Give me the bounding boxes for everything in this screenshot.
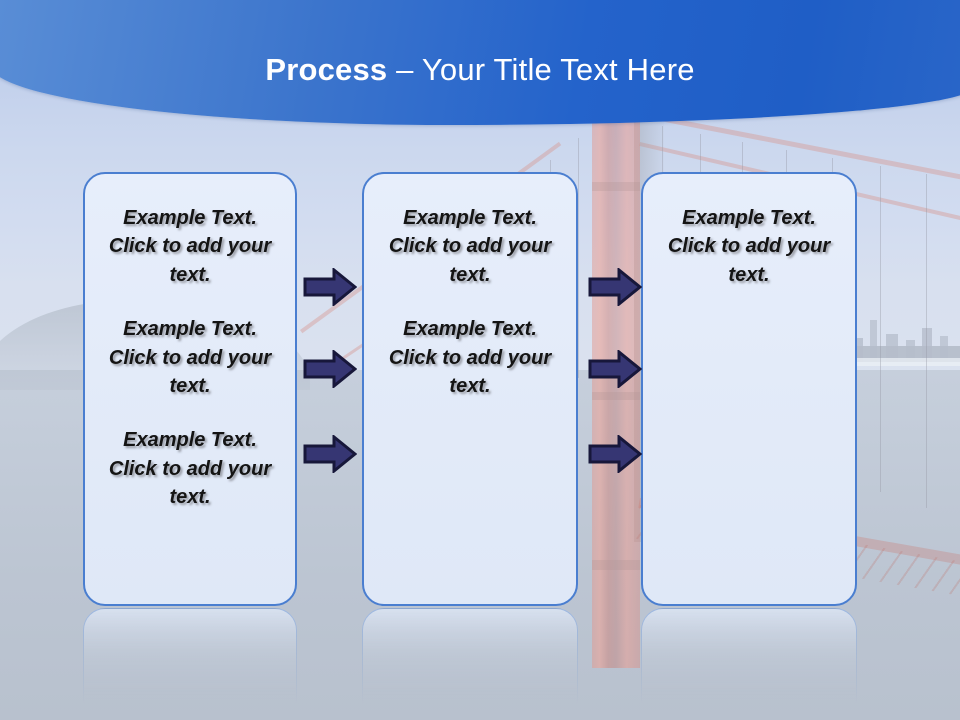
page-title-rest: – Your Title Text Here: [387, 52, 695, 87]
bridge-tower: [592, 108, 640, 668]
page-title-bold: Process: [265, 52, 388, 87]
background-shoreline: [790, 358, 960, 366]
process-box-3[interactable]: Example Text. Click to add your text.: [641, 172, 857, 606]
right-arrow-icon[interactable]: [588, 435, 642, 473]
right-arrow-icon[interactable]: [303, 350, 357, 388]
box-1-text-1[interactable]: Example Text. Click to add your text.: [108, 207, 272, 286]
box-2-text-1[interactable]: Example Text. Click to add your text.: [388, 207, 552, 286]
bridge-tower-brace: [592, 560, 640, 570]
reflection-box-2: [362, 608, 578, 720]
box-1-text-2[interactable]: Example Text. Click to add your text.: [108, 318, 272, 397]
right-arrow-icon[interactable]: [303, 435, 357, 473]
box-2-text-2[interactable]: Example Text. Click to add your text.: [388, 318, 552, 397]
page-title: Process – Your Title Text Here: [0, 52, 960, 88]
bridge-suspender: [926, 174, 927, 508]
box-3-text-1[interactable]: Example Text. Click to add your text.: [667, 207, 831, 286]
bridge-suspender: [880, 166, 881, 492]
bridge-tower-brace: [592, 392, 640, 400]
reflection-box-3: [641, 608, 857, 720]
process-box-2[interactable]: Example Text. Click to add your text. Ex…: [362, 172, 578, 606]
title-banner: [0, 0, 960, 125]
right-arrow-icon[interactable]: [303, 268, 357, 306]
process-box-1[interactable]: Example Text. Click to add your text. Ex…: [83, 172, 297, 606]
box-1-text-3[interactable]: Example Text. Click to add your text.: [108, 429, 272, 509]
right-arrow-icon[interactable]: [588, 350, 642, 388]
bridge-suspender: [578, 138, 579, 378]
bridge-tower-brace: [592, 182, 640, 191]
right-arrow-icon[interactable]: [588, 268, 642, 306]
reflection-box-1: [83, 608, 297, 720]
